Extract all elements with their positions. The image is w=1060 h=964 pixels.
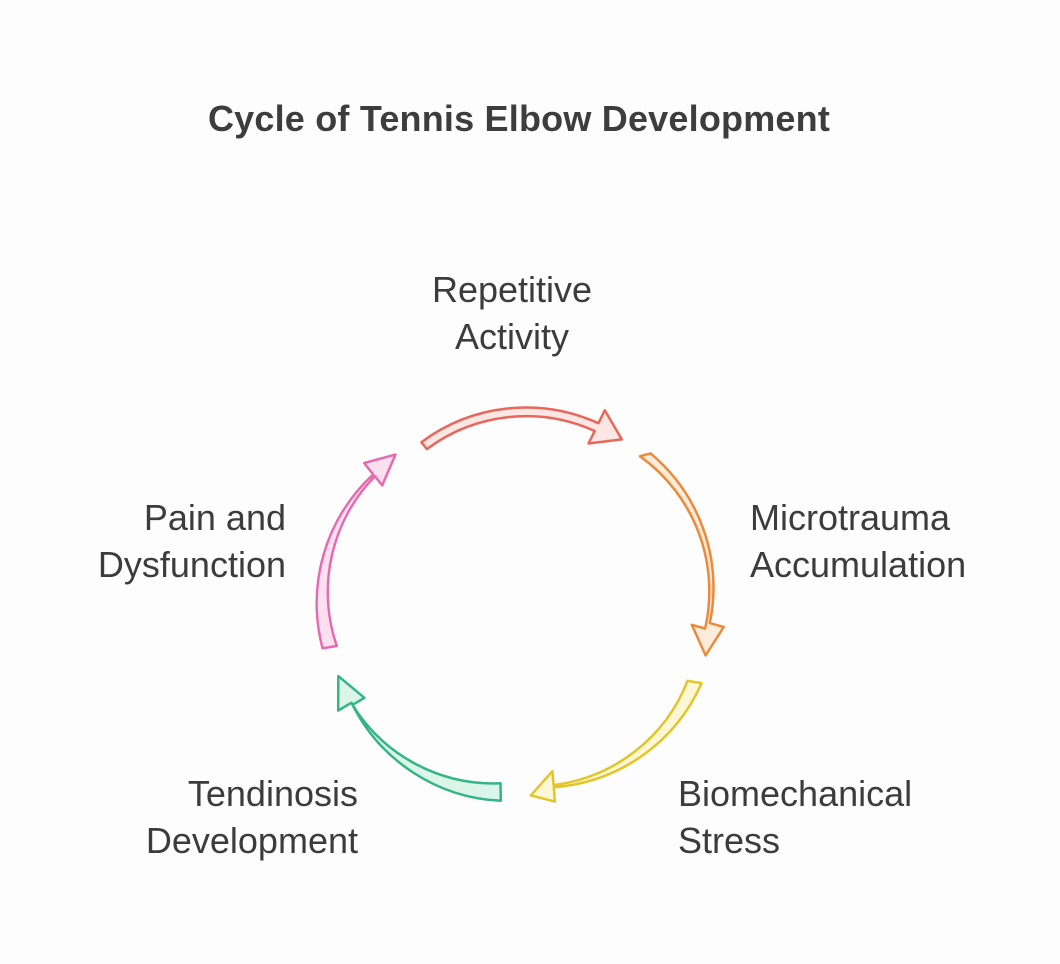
stage-label-biomechanical-stress: Biomechanical Stress [678, 770, 912, 864]
stage-label-pain-and-dysfunction: Pain and Dysfunction [36, 494, 286, 588]
arrow-biomechanical-stress [529, 679, 703, 803]
stage-label-line: Accumulation [750, 544, 967, 585]
stage-label-line: Stress [678, 820, 781, 861]
stage-label-line: Dysfunction [97, 544, 286, 585]
arrow-microtrauma-accumulation [638, 452, 725, 657]
stage-label-line: Repetitive [431, 269, 593, 310]
arrow-repetitive-activity [420, 406, 624, 451]
stage-label-line: Development [145, 820, 358, 861]
stage-label-repetitive-activity: Repetitive Activity [312, 266, 712, 360]
arrow-pain-and-dysfunction [315, 453, 397, 650]
stage-label-tendinosis-development: Tendinosis Development [56, 770, 358, 864]
stage-label-line: Microtrauma [750, 497, 951, 538]
stage-label-line: Tendinosis [187, 773, 358, 814]
stage-label-line: Pain and [143, 497, 286, 538]
stage-label-line: Activity [454, 316, 569, 357]
stage-label-line: Biomechanical [678, 773, 913, 814]
diagram-title: Cycle of Tennis Elbow Development [207, 98, 831, 139]
arrow-tendinosis-development [336, 674, 503, 803]
stage-label-microtrauma-accumulation: Microtrauma Accumulation [750, 494, 966, 588]
